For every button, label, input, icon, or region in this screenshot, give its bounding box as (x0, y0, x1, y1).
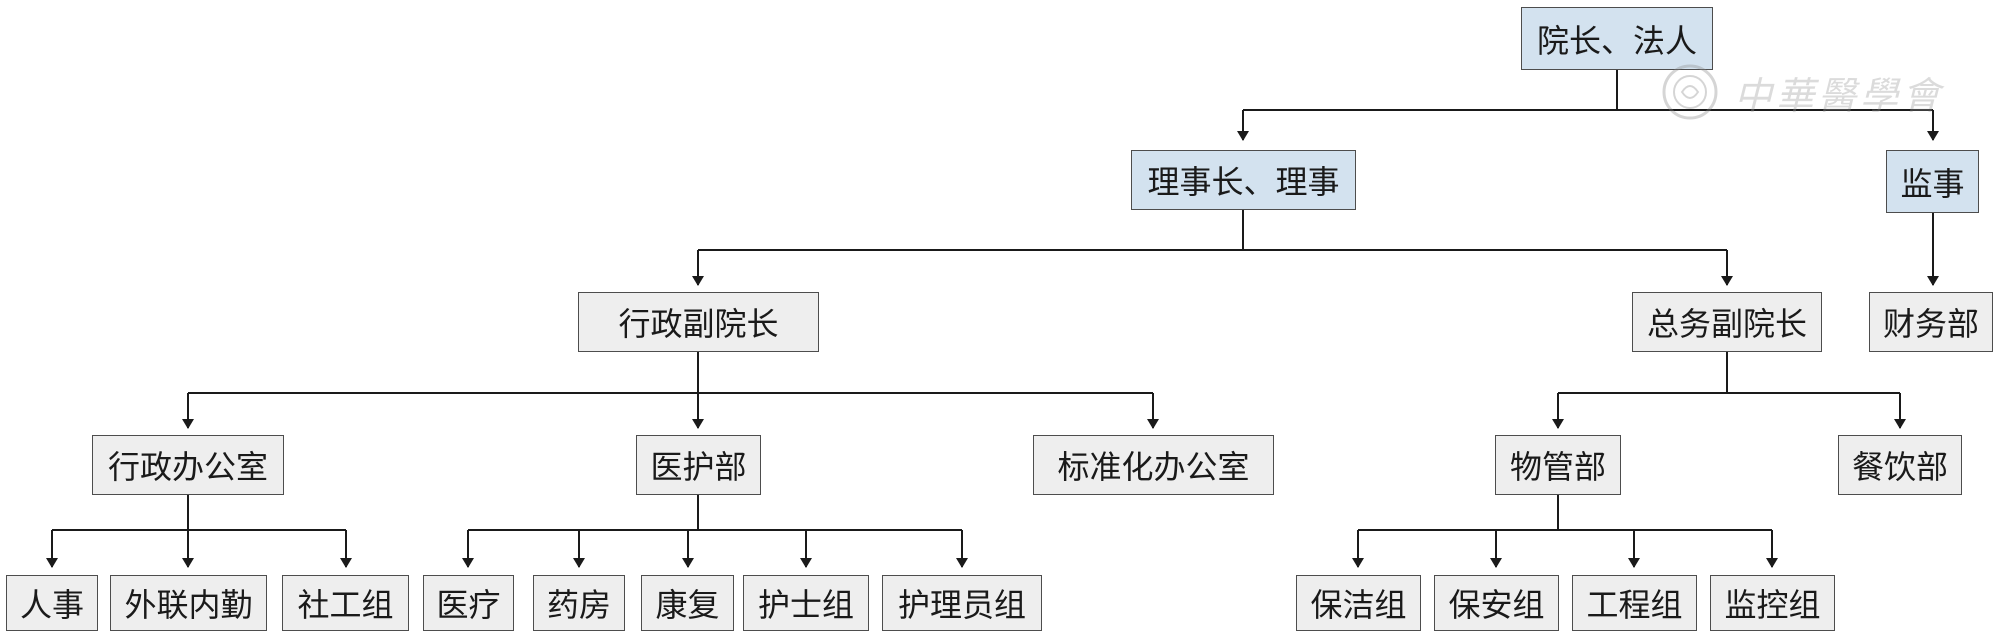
watermark-text: 中華醫學會 (1734, 73, 1945, 118)
node-medical-nursing: 医护部 (636, 435, 761, 495)
node-property: 物管部 (1495, 435, 1621, 495)
node-security: 保安组 (1434, 575, 1559, 631)
node-standardization-office: 标准化办公室 (1033, 435, 1274, 495)
connector-medical-nursing (468, 495, 962, 531)
node-finance: 财务部 (1869, 292, 1993, 352)
connector-admin-office (52, 495, 346, 531)
node-external: 外联内勤 (110, 575, 267, 631)
node-pharmacy: 药房 (533, 575, 625, 631)
connector-chairman (698, 210, 1727, 251)
node-caregiver-group: 护理员组 (882, 575, 1042, 631)
node-chairman: 理事长、理事 (1131, 150, 1356, 210)
node-admin-office: 行政办公室 (92, 435, 284, 495)
node-engineering: 工程组 (1572, 575, 1697, 631)
connector-property (1358, 495, 1772, 531)
node-rehab: 康复 (641, 575, 734, 631)
connector-admin-vp (188, 352, 1153, 394)
node-hr: 人事 (6, 575, 98, 631)
node-supervisor: 监事 (1886, 150, 1979, 213)
node-admin-vp: 行政副院长 (578, 292, 819, 352)
node-general-vp: 总务副院长 (1632, 292, 1822, 352)
node-cleaning: 保洁组 (1296, 575, 1421, 631)
node-president: 院长、法人 (1521, 7, 1713, 70)
watermark-seal-icon (1662, 64, 1718, 120)
connector-general-vp (1558, 352, 1900, 394)
node-nurse-group: 护士组 (743, 575, 869, 631)
node-social-work: 社工组 (282, 575, 409, 631)
node-medical: 医疗 (423, 575, 514, 631)
node-catering: 餐饮部 (1838, 435, 1962, 495)
node-monitoring: 监控组 (1710, 575, 1835, 631)
watermark: 中華醫學會 (1660, 62, 1944, 122)
connector-president (1243, 70, 1933, 111)
